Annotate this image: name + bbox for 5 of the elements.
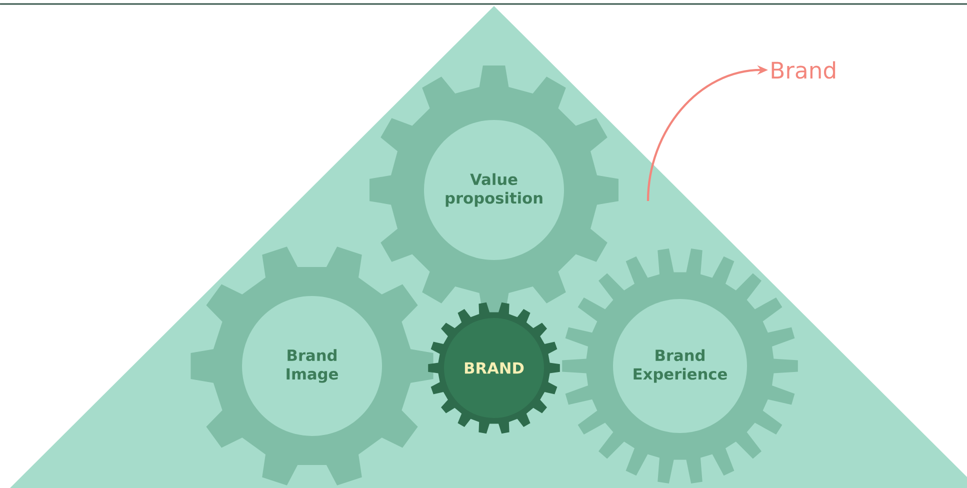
gear: BRAND [428,302,560,434]
gear: Value proposition [370,66,618,314]
gear: Brand Image [190,246,434,486]
gear: Brand Experience [562,248,798,484]
brand-label: Brand [772,61,836,79]
